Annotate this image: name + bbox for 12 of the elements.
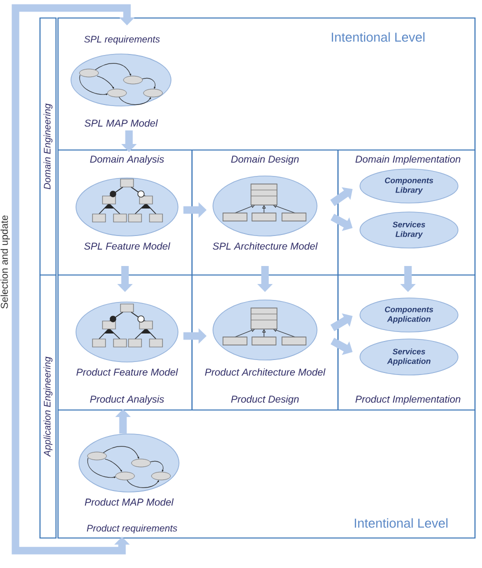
- requirements-label: Product requirements: [86, 524, 178, 534]
- model-caption: Product MAP Model: [84, 498, 174, 506]
- model-caption: SPL Architecture Model: [212, 242, 318, 250]
- requirements-label: SPL requirements: [84, 36, 160, 44]
- block-arrow: [12, 4, 135, 554]
- edge-label: Selection and update: [0, 216, 10, 309]
- lane-label: Application Engineering: [39, 274, 57, 539]
- lane-label: Domain Engineering: [39, 17, 57, 276]
- model-caption: Product Architecture Model: [205, 368, 326, 376]
- model-caption: SPL Feature Model: [84, 242, 170, 250]
- model-caption: SPL MAP Model: [84, 119, 158, 127]
- model-caption: Product Feature Model: [76, 368, 178, 376]
